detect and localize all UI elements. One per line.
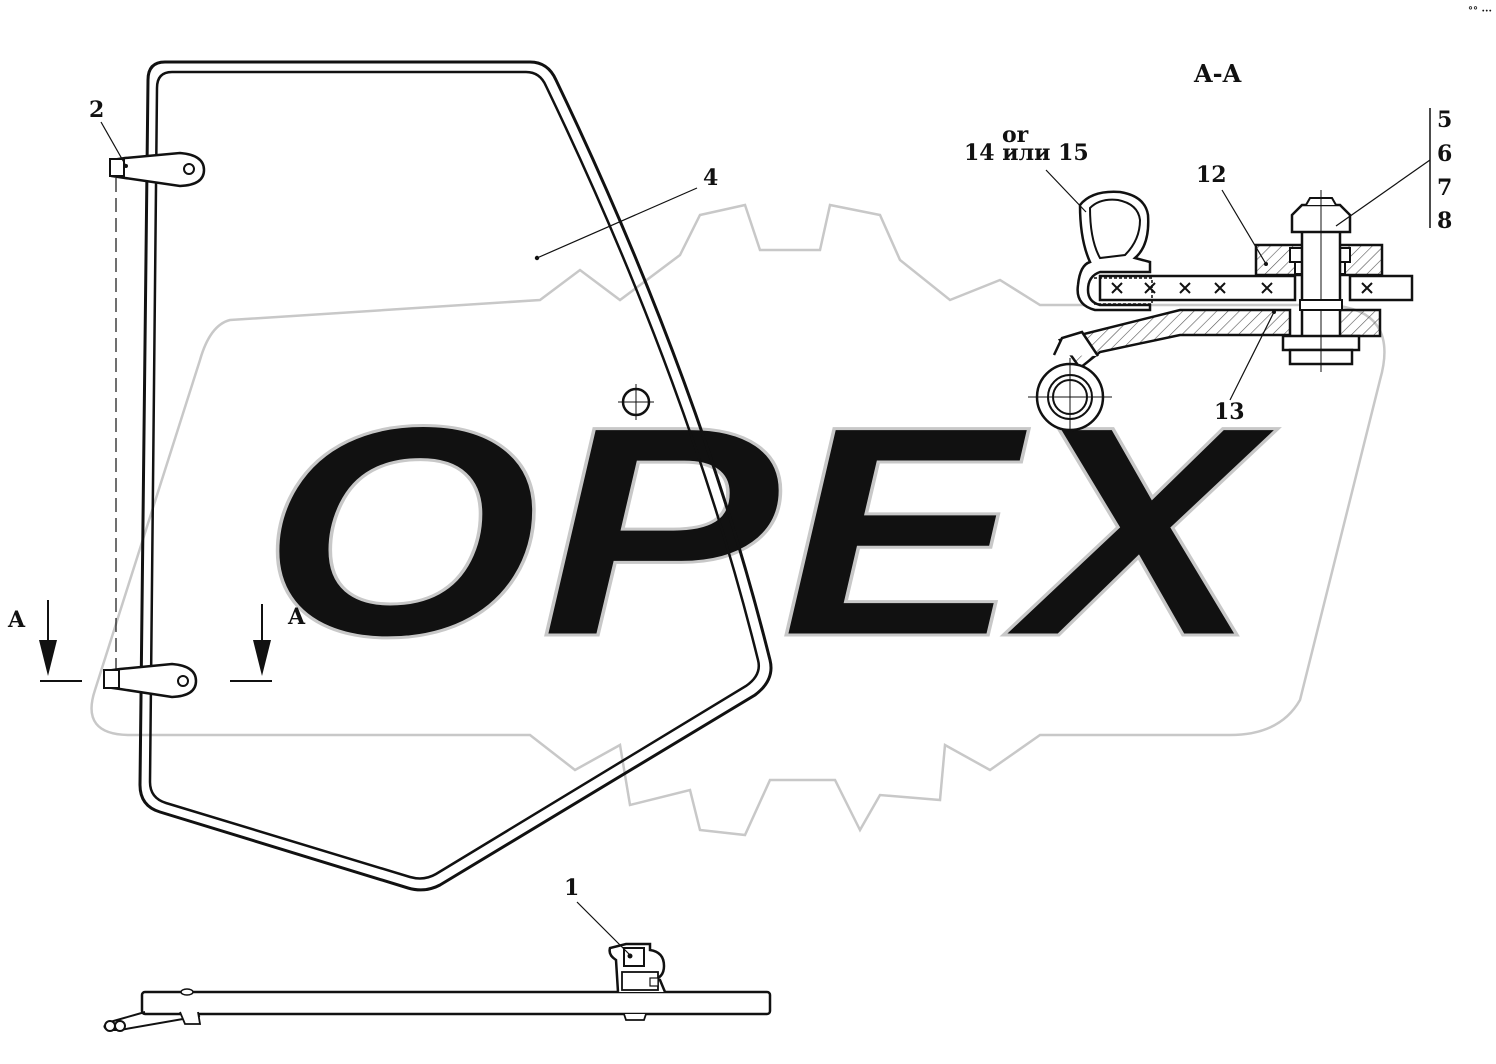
section-marker-left-label: A bbox=[7, 607, 26, 633]
callout-5: 5 bbox=[1437, 107, 1452, 133]
section-detail bbox=[1028, 190, 1414, 436]
callout-7: 7 bbox=[1437, 175, 1452, 201]
window-frame-outer bbox=[138, 60, 773, 892]
leader-4 bbox=[536, 187, 698, 259]
leader-1 bbox=[576, 901, 631, 956]
hinge-bracket-section bbox=[1057, 308, 1292, 370]
section-marker-right: A bbox=[230, 604, 306, 682]
callout-14-15: 14 или 15 bbox=[964, 140, 1089, 166]
leader-13 bbox=[1229, 311, 1275, 401]
leader-12 bbox=[1221, 189, 1267, 265]
callout-12: 12 bbox=[1196, 162, 1227, 188]
leader-5-8 bbox=[1335, 159, 1431, 227]
hinge-top bbox=[109, 151, 206, 188]
watermark-gear-outline bbox=[90, 203, 1386, 837]
window-frame-inner bbox=[148, 70, 760, 880]
hinge-bottom bbox=[103, 662, 198, 699]
watermark: OPEX bbox=[90, 203, 1386, 837]
corner-mark: °° ··· bbox=[1468, 6, 1492, 17]
callout-2: 2 bbox=[89, 97, 104, 123]
window-panel bbox=[138, 60, 773, 892]
watermark-text: OPEX bbox=[260, 363, 1279, 699]
section-marker-left: A bbox=[7, 600, 82, 682]
leader-14-15 bbox=[1045, 169, 1087, 213]
bottom-view bbox=[103, 942, 772, 1032]
leader-2 bbox=[100, 121, 127, 167]
section-title: A-A bbox=[1193, 59, 1242, 88]
callout-6: 6 bbox=[1437, 141, 1452, 167]
callout-4: 4 bbox=[703, 165, 718, 191]
callout-8: 8 bbox=[1437, 208, 1452, 234]
callout-or: or bbox=[1002, 122, 1029, 148]
callout-13: 13 bbox=[1214, 399, 1245, 425]
section-marker-right-label: A bbox=[287, 604, 306, 630]
callout-1: 1 bbox=[564, 875, 579, 901]
